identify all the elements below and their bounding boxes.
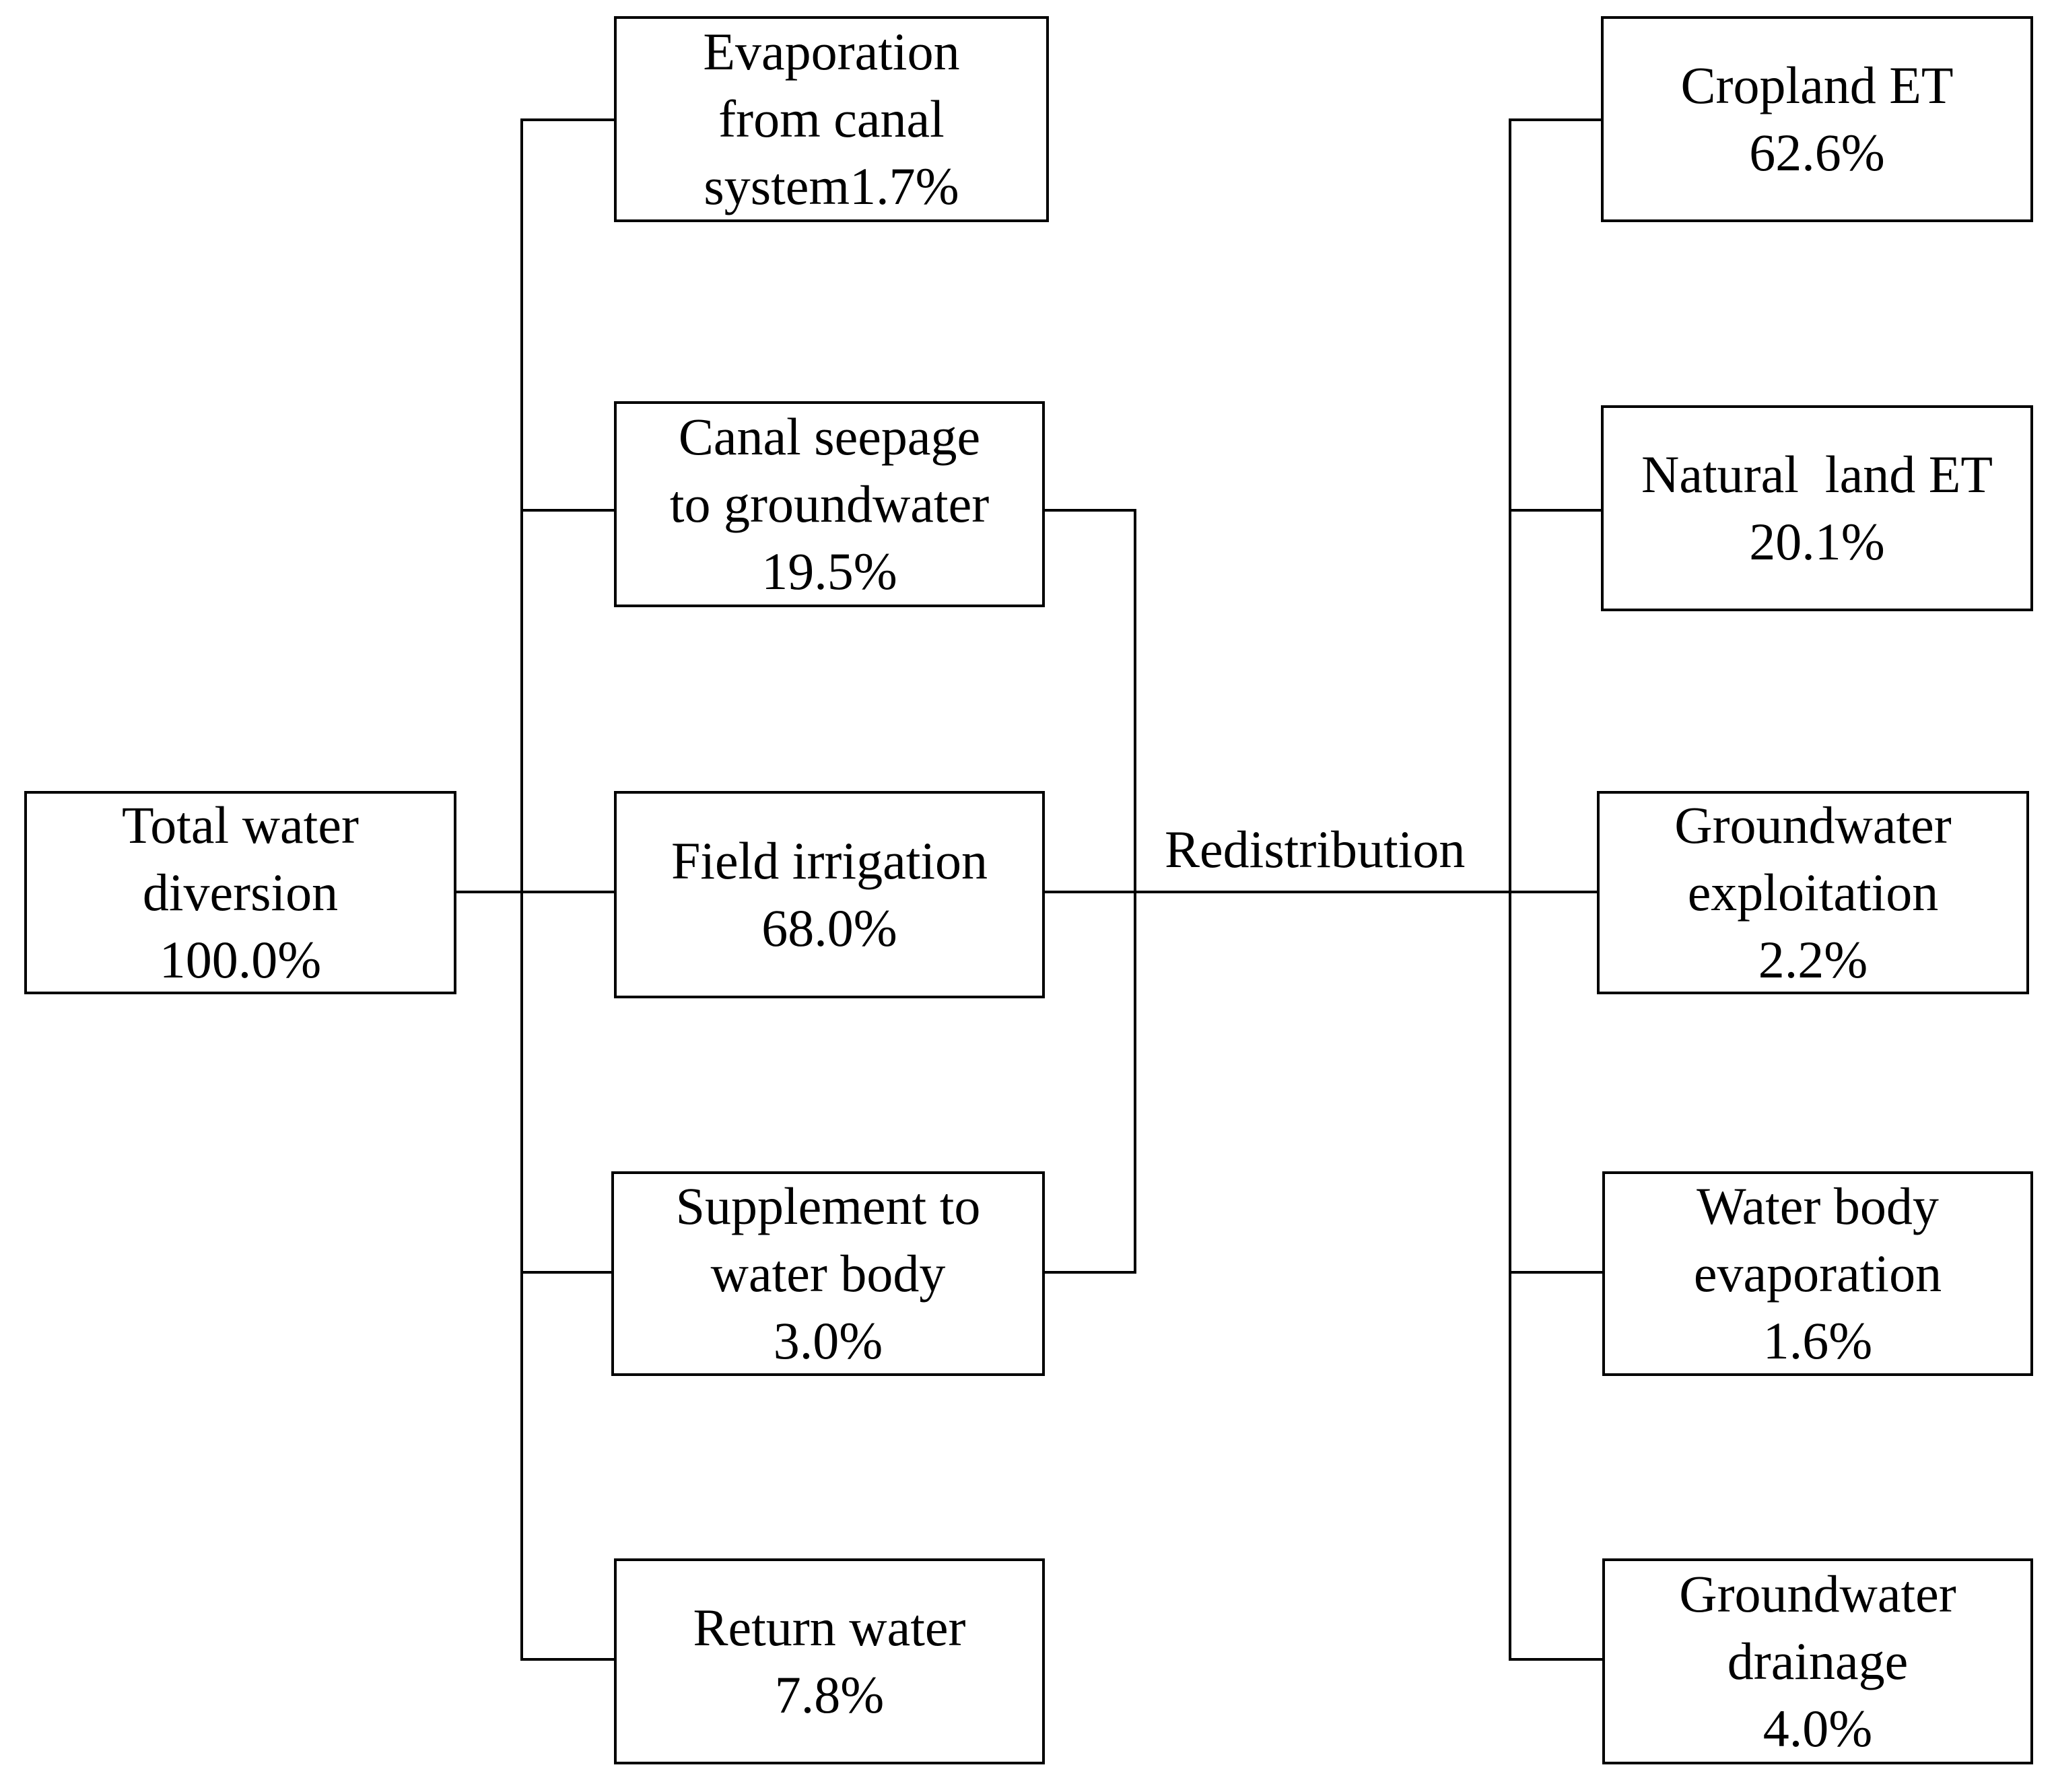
box-line: Total water bbox=[122, 796, 359, 854]
box-value: 19.5% bbox=[761, 542, 897, 600]
box-line: to groundwater bbox=[669, 475, 990, 533]
box-line: from canal bbox=[718, 90, 945, 148]
box-line: drainage bbox=[1727, 1632, 1909, 1690]
box-line: diversion bbox=[142, 863, 339, 922]
box-line: Field irrigation bbox=[671, 831, 988, 890]
total-water-diversion-box: Total water diversion 100.0% bbox=[24, 791, 456, 994]
canal-seepage-box: Canal seepage to groundwater 19.5% bbox=[614, 401, 1045, 607]
box-value: 62.6% bbox=[1749, 123, 1885, 182]
box-value: 3.0% bbox=[773, 1311, 883, 1370]
box-value: 4.0% bbox=[1762, 1699, 1873, 1758]
water-body-evaporation-box: Water body evaporation 1.6% bbox=[1602, 1171, 2033, 1376]
evaporation-from-canal-box: Evaporation from canal system1.7% bbox=[614, 16, 1049, 222]
box-value: 68.0% bbox=[761, 899, 897, 957]
groundwater-exploitation-box: Groundwater exploitation 2.2% bbox=[1597, 791, 2029, 994]
box-line: exploitation bbox=[1687, 863, 1939, 922]
box-value: 7.8% bbox=[774, 1665, 885, 1724]
groundwater-drainage-box: Groundwater drainage 4.0% bbox=[1602, 1558, 2033, 1764]
box-line: Water body bbox=[1697, 1177, 1939, 1235]
box-line: Supplement to bbox=[675, 1177, 981, 1235]
supplement-to-water-body-box: Supplement to water body 3.0% bbox=[611, 1171, 1045, 1376]
box-line: Natural land ET bbox=[1641, 445, 1993, 504]
box-value: 20.1% bbox=[1749, 512, 1885, 571]
box-line: system1.7% bbox=[704, 157, 959, 215]
field-irrigation-box: Field irrigation 68.0% bbox=[614, 791, 1045, 998]
box-line: Canal seepage bbox=[678, 407, 981, 466]
box-line: water body bbox=[710, 1244, 946, 1303]
natural-land-et-box: Natural land ET 20.1% bbox=[1601, 405, 2033, 611]
redistribution-label: Redistribution bbox=[1165, 820, 1466, 878]
cropland-et-box: Cropland ET 62.6% bbox=[1601, 16, 2033, 222]
box-line: Return water bbox=[693, 1598, 966, 1657]
box-line: Groundwater bbox=[1674, 796, 1952, 854]
box-line: Cropland ET bbox=[1680, 56, 1954, 114]
box-line: Evaporation bbox=[703, 22, 960, 81]
box-value: 100.0% bbox=[159, 930, 322, 989]
box-line: evaporation bbox=[1693, 1244, 1942, 1303]
box-value: 2.2% bbox=[1758, 930, 1868, 989]
box-line: Groundwater bbox=[1679, 1564, 1956, 1623]
return-water-box: Return water 7.8% bbox=[614, 1558, 1045, 1764]
box-value: 1.6% bbox=[1762, 1311, 1873, 1370]
